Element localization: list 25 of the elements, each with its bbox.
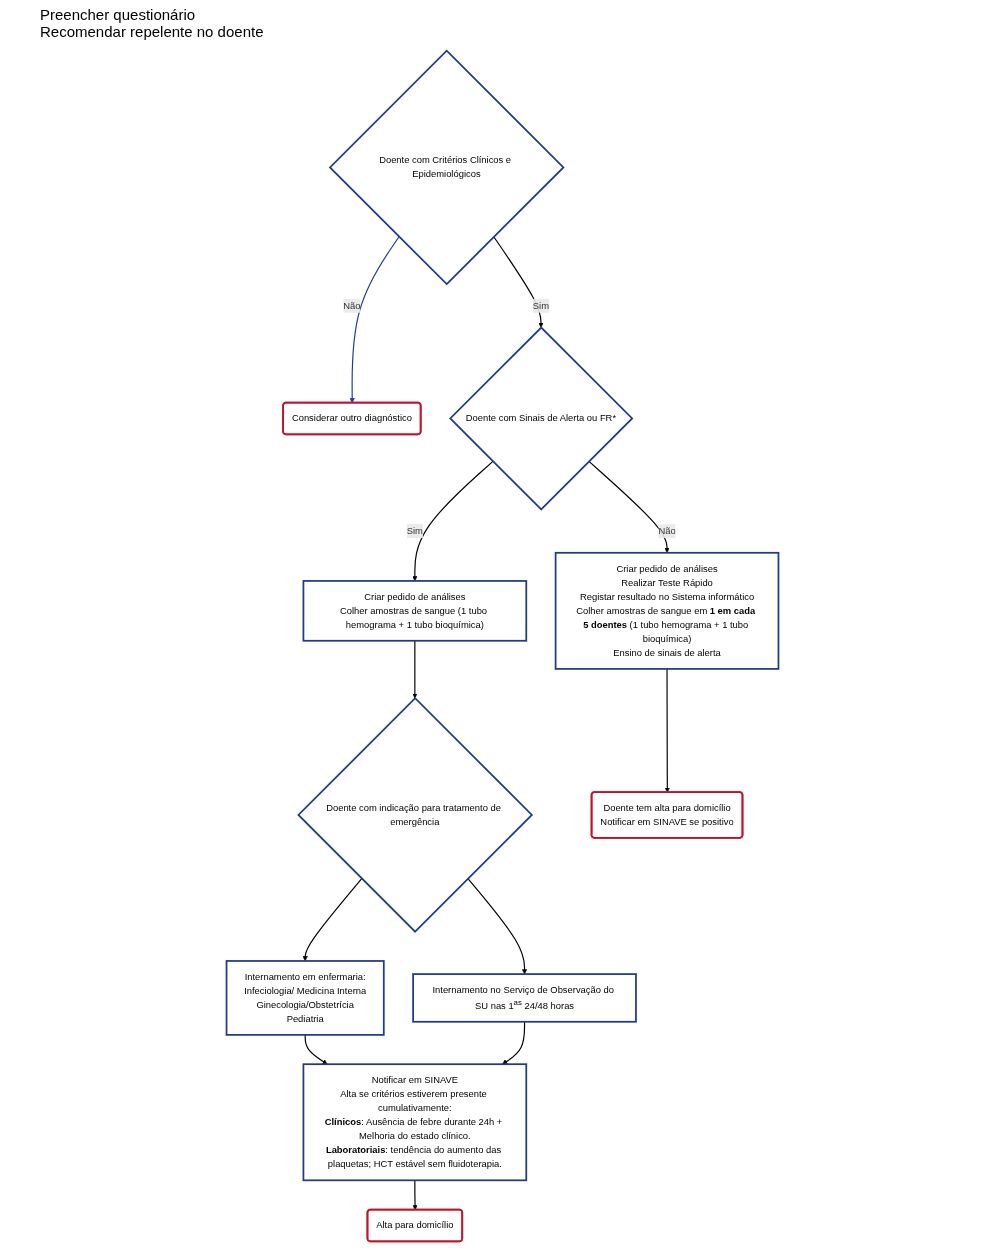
arrow (349, 236, 400, 404)
arrow (588, 460, 670, 554)
arrow (412, 460, 494, 582)
note-text: Recomendar repelente no doente (40, 23, 265, 40)
node-box: Internamento no Serviço de Observação do SU nas 1$^{as}$ 24/48 horas (412, 973, 637, 1023)
node-diamond: Doente com Sinais de Alerta ou FR* (449, 326, 634, 511)
arrow (467, 877, 528, 975)
edge-label: Não (343, 300, 361, 311)
node-box: Internamento em enfermaria: Infeciologia/ Medicina Interna Ginecologia/Obstetrícia Pediatria (225, 960, 385, 1036)
arrow (412, 640, 418, 699)
node-diamond: Doente com indicação para tratamento de emergência (297, 697, 534, 933)
arrow (502, 1021, 526, 1065)
arrow (664, 668, 670, 793)
node-box: Criar pedido de análises Realizar Teste Rápido Registar resultado no Sistema informático Colher amostras de sangue em 1 em cada 5 doentes (1 tubo hemograma + 1 tubo bioquímica) Ensino de sinais de alerta (554, 551, 780, 670)
arrow (304, 1034, 328, 1065)
note-text: Preencher questionário (40, 6, 197, 23)
arrow (302, 877, 363, 962)
node-box: Notificar em SINAVE Alta se critérios estiverem presente cumulativamente: Clínicos: Ausência de febre durante 24h + Melhoria do estado clínico. Laboratoriais: tendência do aumento das plaquetas; HCT estável sem fluidoterapia. (302, 1063, 528, 1182)
arrow (412, 1179, 418, 1211)
edge-label: Não (658, 525, 676, 536)
arrow (493, 236, 544, 328)
edge-label: Sim (406, 525, 423, 536)
node-box: Criar pedido de análises Colher amostras de sangue (1 tubo hemograma + 1 tubo bioquímica) (302, 580, 528, 642)
edge-label: Sim (532, 300, 550, 311)
node-diamond: Doente com Critérios Clínicos e Epidemiológicos (328, 49, 565, 286)
